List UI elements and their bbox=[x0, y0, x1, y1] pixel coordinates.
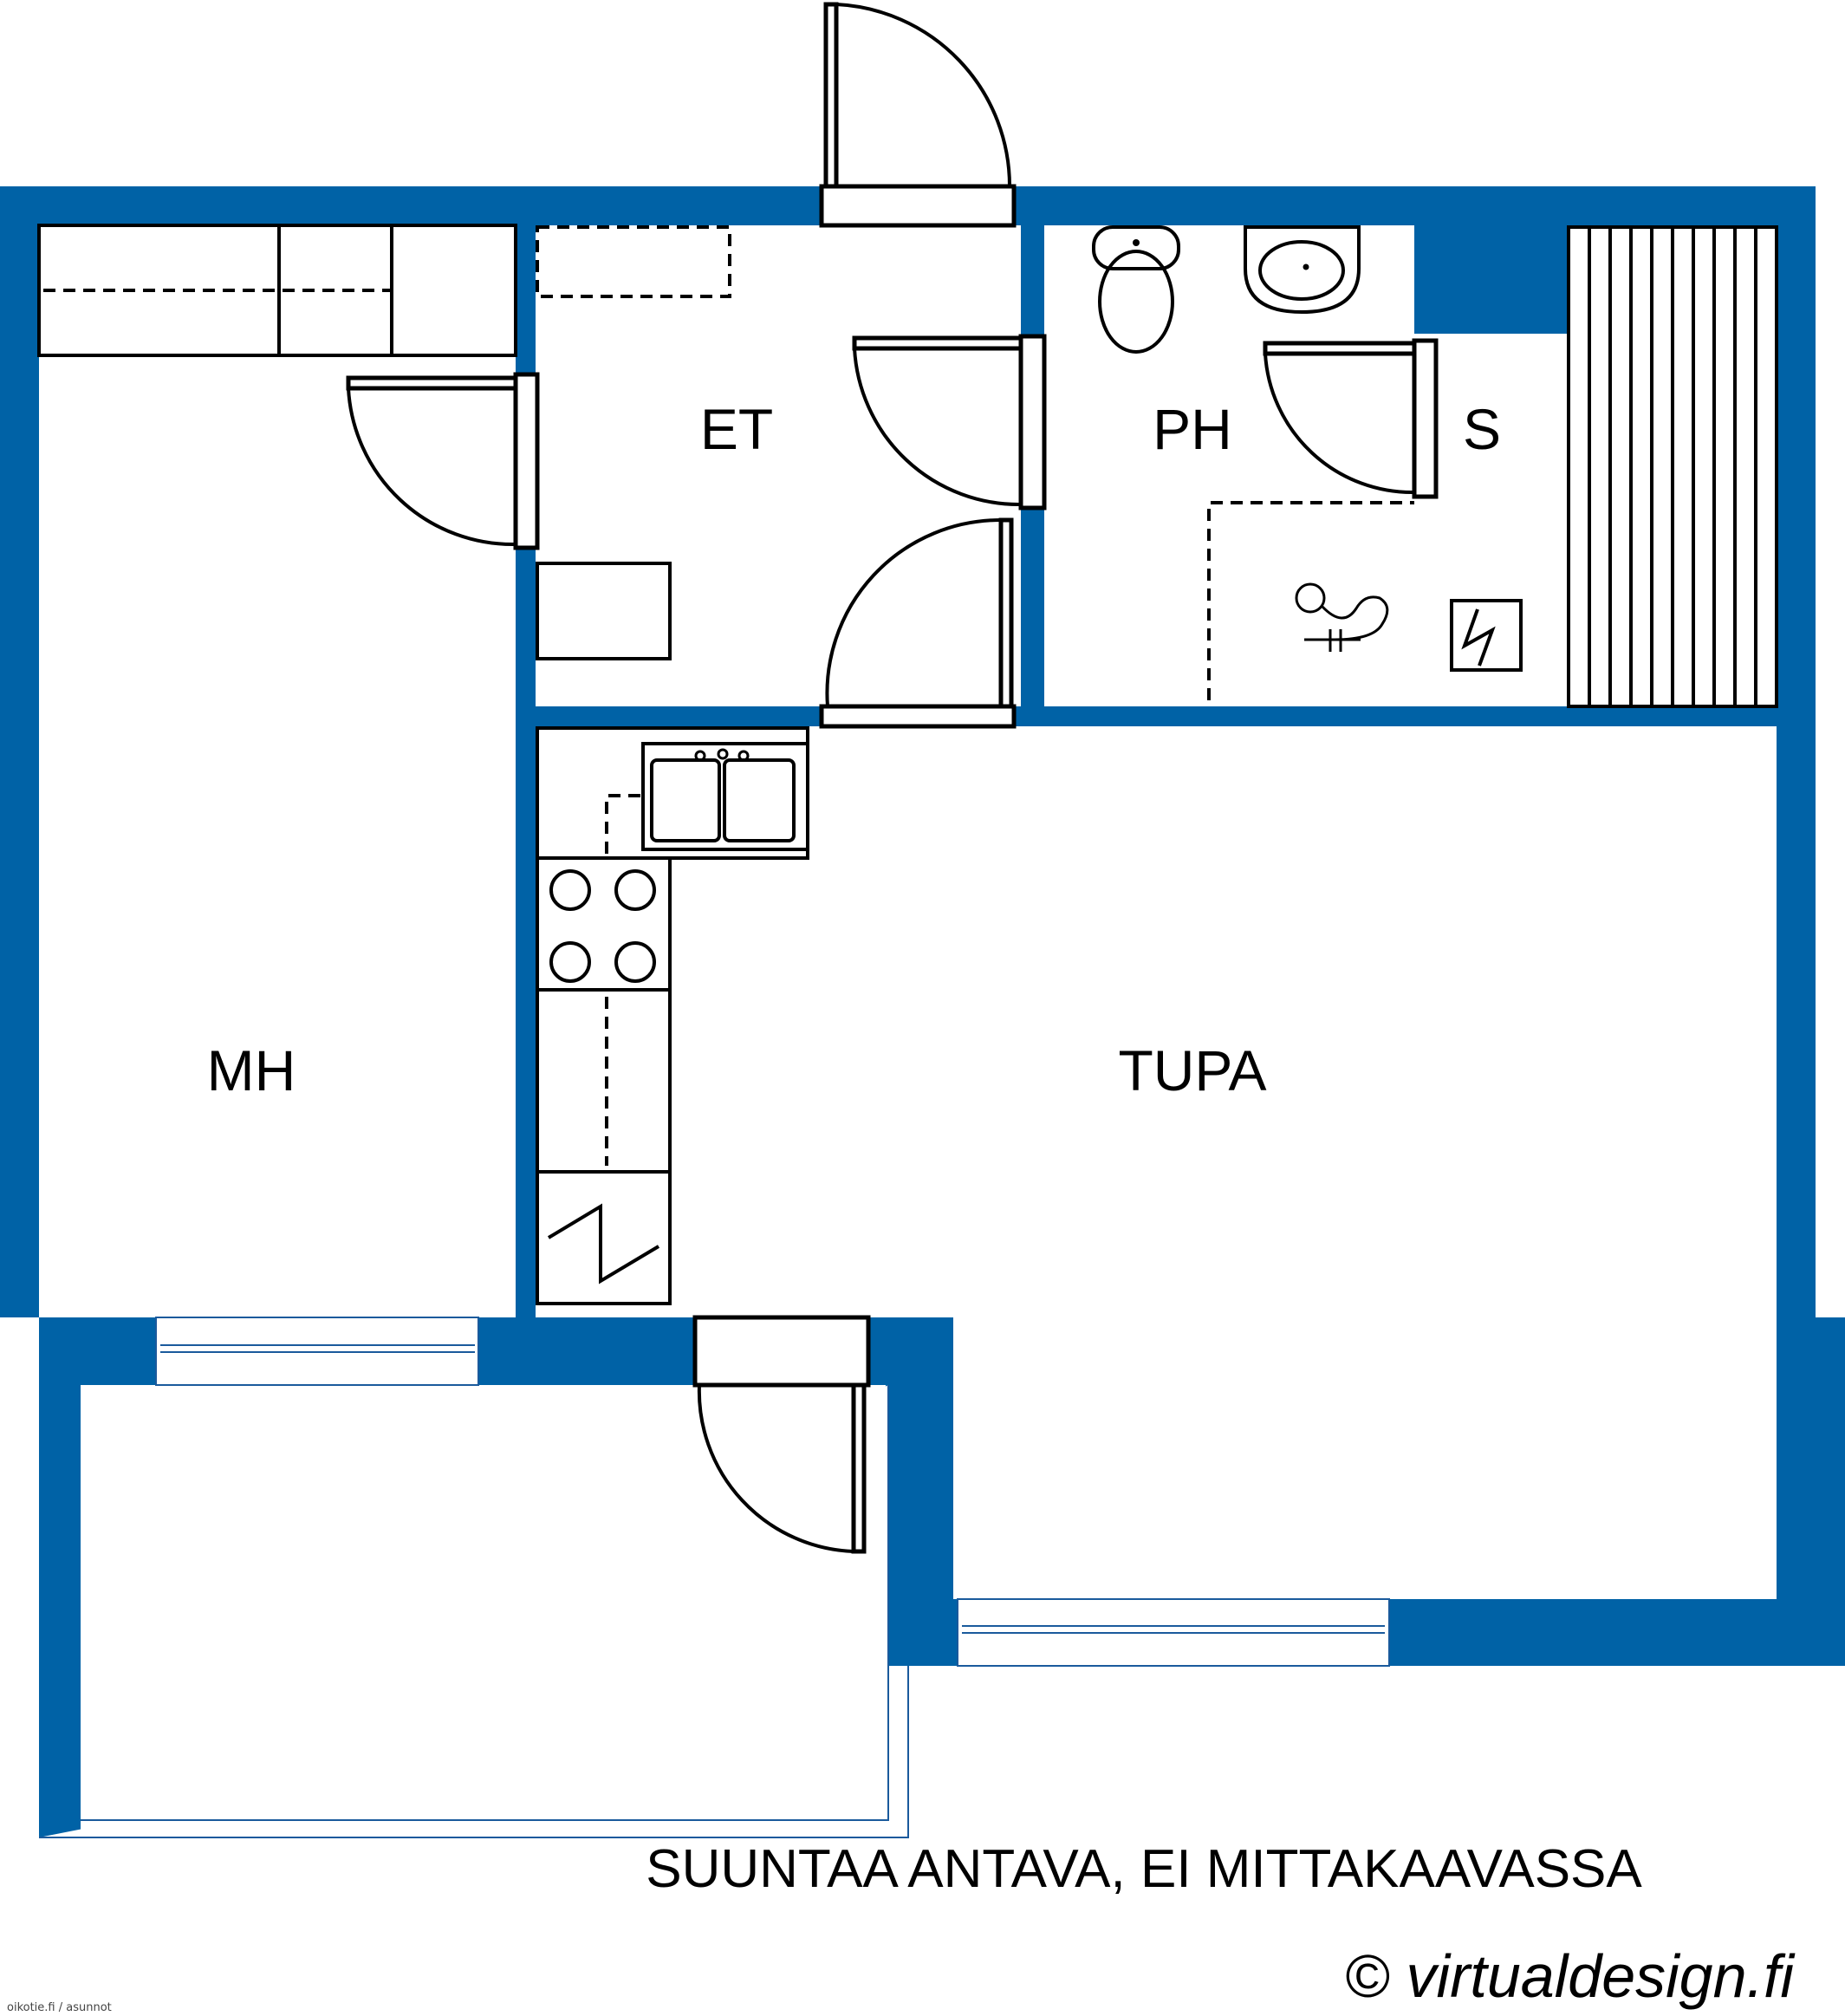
room-label-et: ET bbox=[700, 397, 773, 461]
fridge bbox=[536, 988, 672, 1174]
kitchen-counter bbox=[536, 726, 809, 860]
credit: © virtualdesign.fi bbox=[1345, 1942, 1796, 2010]
burner bbox=[549, 869, 591, 911]
shower-icon bbox=[1295, 582, 1389, 652]
burner bbox=[614, 869, 656, 911]
balcony-wall-left bbox=[39, 1385, 81, 1837]
hat-shelf bbox=[536, 225, 731, 298]
entrance-door bbox=[819, 2, 1017, 228]
shower-area bbox=[1207, 501, 1414, 700]
electric-symbol bbox=[547, 1203, 660, 1284]
mh-door bbox=[346, 372, 540, 550]
bathroom-sink bbox=[1244, 225, 1361, 315]
windows bbox=[155, 1317, 1390, 1667]
doors bbox=[346, 2, 1439, 1554]
toilet bbox=[1092, 225, 1180, 354]
sauna-bench bbox=[1567, 225, 1778, 708]
balcony-wall-right bbox=[886, 1385, 953, 1666]
oven-cabinet bbox=[536, 1170, 672, 1305]
room-label-tupa: TUPA bbox=[1118, 1038, 1266, 1102]
entry-cabinet bbox=[536, 562, 672, 660]
room-label-ph: PH bbox=[1153, 397, 1232, 461]
et-tupa-door bbox=[819, 517, 1017, 729]
room-label-mh: MH bbox=[207, 1038, 296, 1102]
small-credit: oikotie.fi / asunnot bbox=[7, 2001, 112, 2014]
ph-door bbox=[852, 334, 1047, 511]
kitchen bbox=[536, 726, 809, 1305]
burner bbox=[614, 941, 656, 983]
sauna-stove-icon bbox=[1450, 599, 1523, 672]
sauna-door bbox=[1263, 338, 1439, 499]
balcony-door bbox=[692, 1315, 871, 1554]
kitchen-sink bbox=[641, 742, 809, 851]
burner bbox=[549, 941, 591, 983]
balcony-railing-inner bbox=[81, 1385, 889, 1821]
disclaimer-note: SUUNTAA ANTAVA, EI MITTAKAAVASSA bbox=[646, 1839, 1642, 1899]
room-label-s: S bbox=[1463, 397, 1501, 461]
wardrobe bbox=[37, 224, 517, 357]
